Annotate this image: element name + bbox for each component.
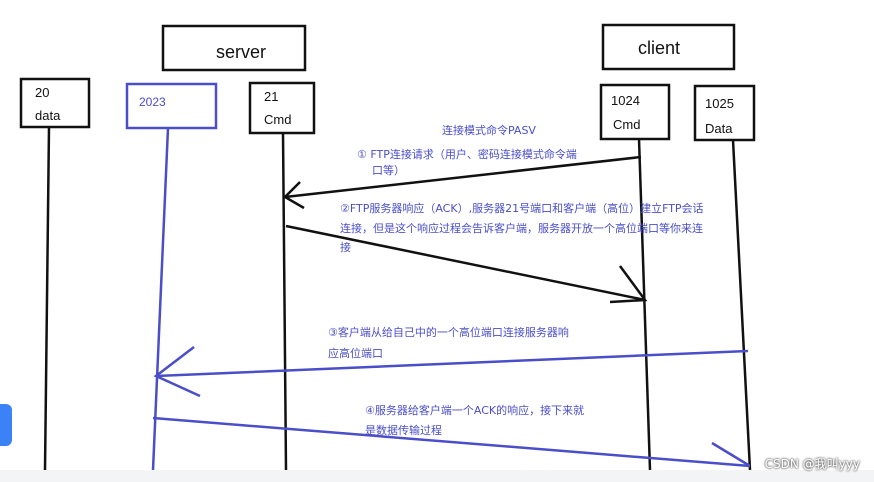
arrow-step2: [285, 224, 648, 304]
note-title: 连接模式命令PASV: [442, 123, 536, 137]
port-1025-box: 1025 Data: [693, 84, 756, 142]
note-step4: ④服务器给客户端一个ACK的响应，接下来就 是数据传输过程: [365, 403, 584, 437]
port-2023-number: 2023: [139, 95, 166, 109]
port-21-box: 21 Cmd: [248, 81, 316, 135]
port-1025-number: 1025: [705, 96, 734, 111]
svg-text:②FTP服务器响应（ACK）,服务器21号端口和客户端（高位: ②FTP服务器响应（ACK）,服务器21号端口和客户端（高位）建立FTP会话: [340, 201, 704, 215]
server-box: server: [161, 24, 307, 72]
port-1024-name: Cmd: [613, 117, 640, 132]
server-label: server: [216, 42, 266, 62]
port-1024-box: 1024 Cmd: [599, 83, 671, 141]
lifeline-port-20: [43, 126, 51, 471]
port-1024-number: 1024: [611, 93, 640, 108]
arrow-step3: [153, 346, 749, 398]
port-20-name: data: [35, 108, 61, 123]
lifeline-port-1024: [637, 138, 652, 471]
lifeline-port-21: [281, 132, 288, 471]
csdn-watermark: CSDN @我叫yyy: [764, 457, 860, 471]
client-box: client: [601, 23, 736, 71]
svg-text:④服务器给客户端一个ACK的响应，接下来就: ④服务器给客户端一个ACK的响应，接下来就: [365, 403, 584, 417]
note-step1: ① FTP连接请求（用户、密码连接模式命令端 口等）: [357, 147, 577, 177]
svg-text:应高位端口: 应高位端口: [328, 346, 383, 360]
svg-text:接: 接: [340, 241, 351, 254]
port-2023-box: 2023: [125, 82, 218, 130]
lifeline-port-1025: [731, 139, 752, 471]
note-step2: ②FTP服务器响应（ACK）,服务器21号端口和客户端（高位）建立FTP会话 连…: [340, 201, 704, 254]
port-20-number: 20: [35, 85, 49, 100]
port-21-number: 21: [264, 89, 278, 104]
client-label: client: [638, 38, 680, 58]
bottom-bar: [0, 470, 874, 482]
port-20-box: 20 data: [19, 77, 91, 129]
svg-text:口等）: 口等）: [372, 163, 405, 177]
svg-text:③客户端从给自己中的一个高位端口连接服务器响: ③客户端从给自己中的一个高位端口连接服务器响: [328, 325, 569, 339]
port-21-name: Cmd: [264, 112, 291, 127]
port-1025-name: Data: [705, 121, 733, 136]
arrow-step4: [152, 416, 751, 468]
note-step3: ③客户端从给自己中的一个高位端口连接服务器响 应高位端口: [328, 325, 569, 360]
lifeline-port-2023: [151, 127, 170, 471]
side-tab-button[interactable]: [0, 404, 12, 446]
svg-text:是数据传输过程: 是数据传输过程: [365, 423, 442, 437]
svg-text:连接，但是这个响应过程会告诉客户端，服务器开放一个高位端口等: 连接，但是这个响应过程会告诉客户端，服务器开放一个高位端口等你来连: [340, 221, 703, 235]
svg-text:① FTP连接请求（用户、密码连接模式命令端: ① FTP连接请求（用户、密码连接模式命令端: [357, 147, 577, 161]
arrow-step1: [282, 155, 642, 210]
